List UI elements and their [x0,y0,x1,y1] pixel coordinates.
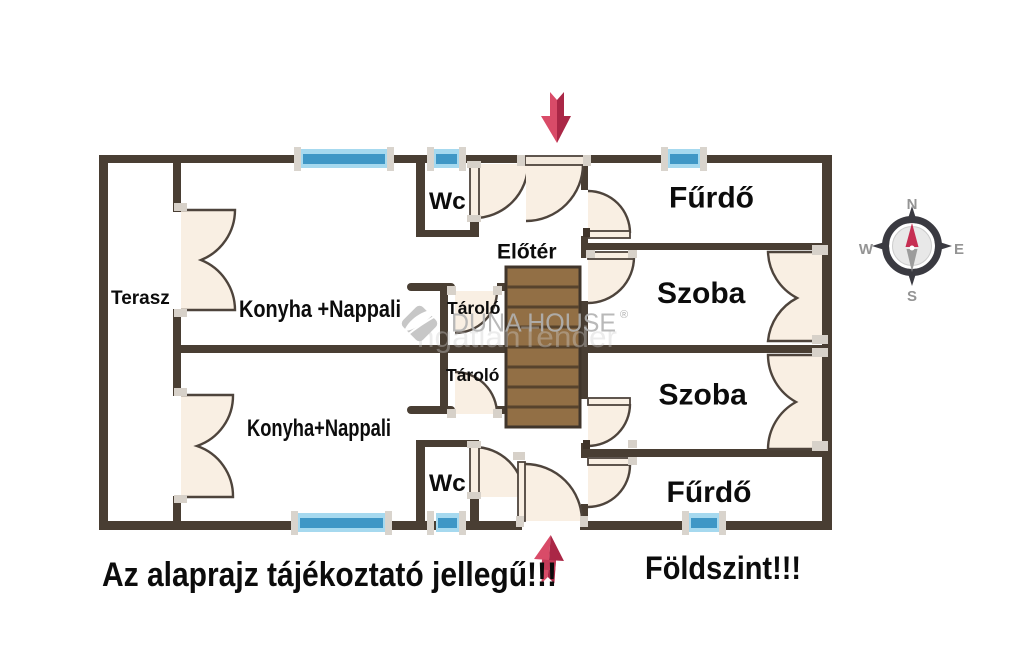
svg-text:Terasz: Terasz [111,288,170,309]
svg-text:W: W [859,241,874,258]
svg-text:Fűrdő: Fűrdő [669,182,754,215]
svg-text:DUNA HOUSE: DUNA HOUSE [451,308,616,338]
svg-text:Szoba: Szoba [659,379,748,412]
svg-text:Előtér: Előtér [497,241,557,264]
svg-text:ngatlanTender: ngatlanTender [417,321,617,354]
svg-text:Wc: Wc [429,470,466,497]
svg-text:Tároló: Tároló [447,298,500,318]
svg-text:Wc: Wc [429,188,466,215]
svg-text:Szoba: Szoba [657,277,746,310]
svg-text:E: E [954,241,964,258]
svg-text:Az alaprajz tájékoztató jelleg: Az alaprajz tájékoztató jellegű!!! [102,556,557,594]
svg-text:Fűrdő: Fűrdő [667,476,752,509]
svg-text:N: N [907,196,918,213]
svg-text:S: S [907,288,917,305]
svg-text:Földszint!!!: Földszint!!! [645,550,801,586]
svg-text:Konyha +Nappali: Konyha +Nappali [239,296,401,323]
svg-text:®: ® [620,309,628,321]
svg-text:Tároló: Tároló [446,365,499,385]
svg-text:Konyha+Nappali: Konyha+Nappali [247,415,391,442]
